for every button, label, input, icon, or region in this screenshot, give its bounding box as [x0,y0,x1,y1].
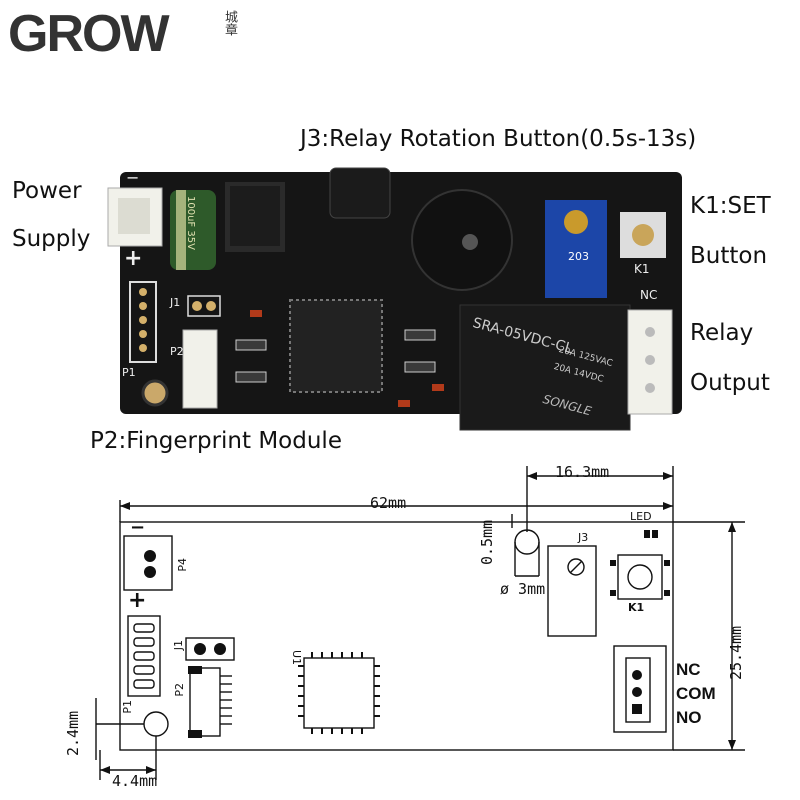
diagram-j1-label: J1 [172,640,185,651]
width-dimension: 62mm [370,494,407,512]
nc-silk-text: NC [640,288,658,302]
plus-silk-text: + [124,246,143,271]
j3-label: J3:Relay Rotation Button(0.5s-13s) [300,126,697,152]
diagram-led-label: LED [630,510,652,523]
diagram-u1-label: U1 [290,650,303,666]
p2-silk-text: P2 [170,345,184,358]
j1-silk-text: J1 [170,296,181,309]
pot-text: 203 [568,250,589,263]
diagram-k1-label: K1 [628,601,645,614]
p2-label: P2:Fingerprint Module [90,428,342,454]
diagram-p1-label: P1 [121,700,134,714]
p1-silk-text: P1 [122,366,136,379]
logo-chinese-text: 城章 [222,10,237,36]
diagram-p4-label: P4 [176,558,189,572]
hole-y-dimension: 2.4mm [64,710,82,756]
diagram-minus: − [130,517,146,538]
height-dimension: 25.4mm [727,625,745,680]
relay-label-line1: Relay [690,320,754,346]
diagram-j3-label: J3 [578,531,589,544]
minus-silk-text: − [126,168,140,187]
diagram-nc-label: NC [676,660,701,679]
offset-dimension: 16.3mm [555,463,610,481]
capacitor-text: 100uF 35V [185,196,196,250]
hole-x-dimension: 4.4mm [112,772,158,790]
diagram-p2-label: P2 [173,683,186,697]
diagram-com-label: COM [676,684,716,703]
diagram-no-label: NO [676,708,702,727]
diagram-plus: + [128,588,147,613]
grow-logo: GROW [8,4,170,64]
k1-label-line1: K1:SET [690,193,771,219]
k1-label-line2: Button [690,243,768,269]
power-label-line1: Power [12,178,82,204]
logo-text: GROW [8,5,170,63]
led-offset-dimension: 0.5mm [478,519,496,565]
power-label-line2: Supply [12,226,91,252]
led-diameter-dimension: ø 3mm [500,580,546,598]
relay-label-line2: Output [690,370,770,396]
k1-silk-text: K1 [634,262,650,276]
